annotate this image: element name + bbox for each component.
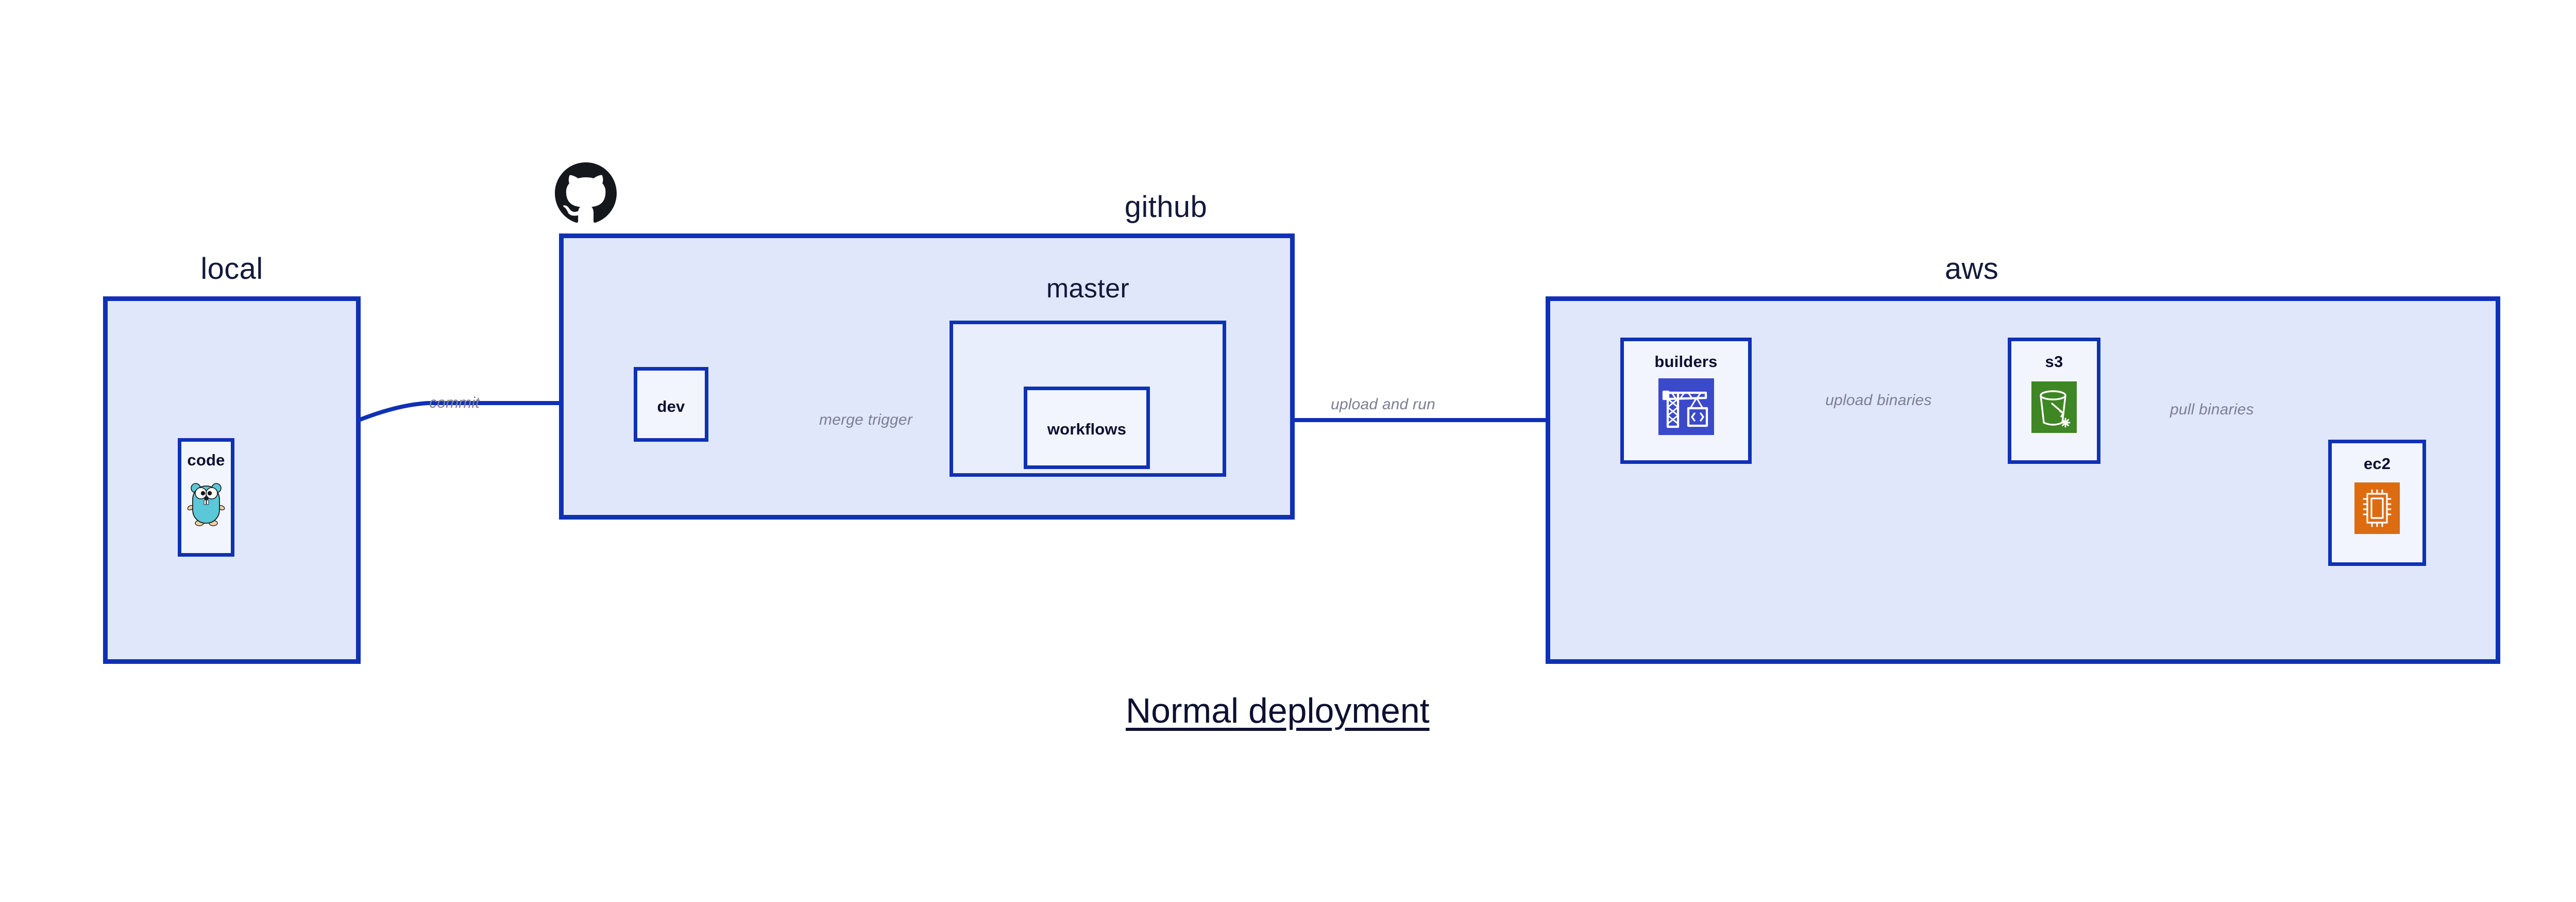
group-label-aws: aws [1944, 252, 1999, 286]
group-label-local: local [200, 252, 263, 286]
node-title-s3: s3 [2045, 353, 2063, 371]
github-logo-icon [555, 162, 617, 224]
node-s3[interactable]: s3 [2008, 338, 2100, 464]
edge-label-commit: commit [429, 394, 480, 411]
node-builders[interactable]: builders [1620, 338, 1752, 464]
node-title-dev: dev [657, 397, 685, 415]
edge-label-upload-and-run: upload and run [1331, 396, 1435, 413]
node-workflows[interactable]: workflows [1024, 387, 1150, 469]
node-ec2[interactable]: ec2 [2328, 440, 2426, 566]
s3-bucket-icon [2031, 381, 2077, 433]
node-dev[interactable]: dev [634, 367, 708, 442]
node-title-code: code [187, 451, 225, 469]
crane-code-icon [1658, 378, 1714, 435]
edge-label-upload-binaries: upload binaries [1825, 392, 1932, 409]
node-title-workflows: workflows [1047, 420, 1127, 438]
node-code[interactable]: code [178, 438, 234, 557]
node-title-builders: builders [1654, 353, 1718, 371]
diagram-caption: Normal deployment [1126, 691, 1430, 730]
edge-label-pull-binaries: pull binaries [2170, 401, 2254, 418]
ec2-chip-icon [2354, 482, 2400, 534]
node-title-ec2: ec2 [2363, 455, 2391, 473]
go-gopher-icon [187, 479, 226, 527]
group-label-github: github [1124, 190, 1208, 224]
subgroup-label-master: master [1046, 274, 1130, 304]
edge-label-merge-trigger: merge trigger [819, 411, 913, 428]
